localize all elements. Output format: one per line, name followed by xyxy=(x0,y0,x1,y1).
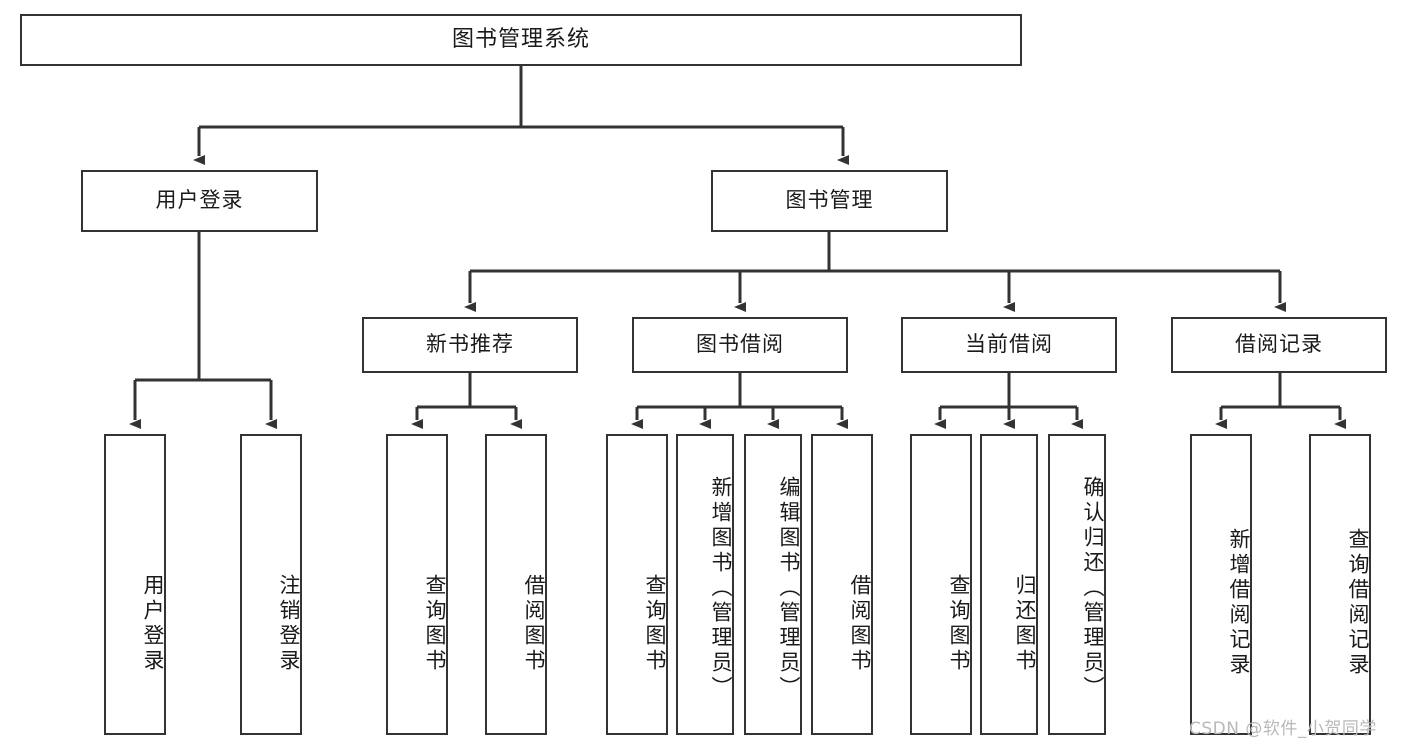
node-leaf-confirm-return-label: 确认归还（管理员） xyxy=(1081,476,1105,701)
node-leaf-user-login[interactable]: 用户登录 xyxy=(104,434,166,735)
node-book-borrow[interactable]: 图书借阅 xyxy=(632,317,848,373)
node-leaf-query-record[interactable]: 查询借阅记录 xyxy=(1309,434,1371,735)
node-leaf-add-book[interactable]: 新增图书（管理员） xyxy=(676,434,734,735)
node-root-system-label: 图书管理系统 xyxy=(451,26,590,52)
node-user-login-label: 用户登录 xyxy=(155,188,244,213)
node-new-book-recommend-label: 新书推荐 xyxy=(426,332,514,357)
node-borrow-record-label: 借阅记录 xyxy=(1235,332,1323,357)
node-current-borrow-label: 当前借阅 xyxy=(965,332,1053,357)
node-book-borrow-label: 图书借阅 xyxy=(696,332,784,357)
node-leaf-borrow-book-2-label: 借阅图书 xyxy=(848,573,872,674)
node-leaf-query-book-1-label: 查询图书 xyxy=(423,573,447,674)
csdn-watermark: CSDN @软件_小贺同学 xyxy=(1189,719,1377,739)
node-leaf-query-book-3[interactable]: 查询图书 xyxy=(910,434,972,735)
node-leaf-add-record-label: 新增借阅记录 xyxy=(1227,527,1251,678)
node-leaf-edit-book-label: 编辑图书（管理员） xyxy=(777,476,801,701)
node-leaf-add-book-label: 新增图书（管理员） xyxy=(709,476,733,701)
node-root-system[interactable]: 图书管理系统 xyxy=(20,14,1022,66)
node-leaf-logout-label: 注销登录 xyxy=(277,573,301,674)
connector-root-to-level2 xyxy=(193,66,849,165)
node-leaf-query-book-2[interactable]: 查询图书 xyxy=(606,434,668,735)
node-new-book-recommend[interactable]: 新书推荐 xyxy=(362,317,578,373)
node-leaf-logout[interactable]: 注销登录 xyxy=(240,434,302,735)
node-leaf-edit-book[interactable]: 编辑图书（管理员） xyxy=(744,434,802,735)
node-leaf-return-book-label: 归还图书 xyxy=(1013,573,1037,674)
node-leaf-query-record-label: 查询借阅记录 xyxy=(1346,527,1370,678)
connector-currentborrow-to-leaves xyxy=(934,373,1083,429)
connector-borrowrecord-to-leaves xyxy=(1215,373,1346,429)
node-leaf-borrow-book-2[interactable]: 借阅图书 xyxy=(811,434,873,735)
node-leaf-return-book[interactable]: 归还图书 xyxy=(980,434,1038,735)
node-leaf-query-book-1[interactable]: 查询图书 xyxy=(386,434,448,735)
node-borrow-record[interactable]: 借阅记录 xyxy=(1171,317,1387,373)
node-leaf-query-book-3-label: 查询图书 xyxy=(947,573,971,674)
node-leaf-confirm-return[interactable]: 确认归还（管理员） xyxy=(1048,434,1106,735)
connector-userlogin-to-leaves xyxy=(129,232,277,429)
connector-bookmanage-to-level3 xyxy=(464,232,1286,312)
node-book-manage[interactable]: 图书管理 xyxy=(711,170,948,232)
node-leaf-add-record[interactable]: 新增借阅记录 xyxy=(1190,434,1252,735)
node-book-manage-label: 图书管理 xyxy=(785,188,874,213)
node-leaf-user-login-label: 用户登录 xyxy=(141,573,165,674)
connector-newbook-to-leaves xyxy=(411,373,522,429)
node-current-borrow[interactable]: 当前借阅 xyxy=(901,317,1117,373)
connector-bookborrow-to-leaves xyxy=(631,373,848,429)
node-leaf-borrow-book-1-label: 借阅图书 xyxy=(522,573,546,674)
node-leaf-borrow-book-1[interactable]: 借阅图书 xyxy=(485,434,547,735)
node-user-login[interactable]: 用户登录 xyxy=(81,170,318,232)
node-leaf-query-book-2-label: 查询图书 xyxy=(643,573,667,674)
